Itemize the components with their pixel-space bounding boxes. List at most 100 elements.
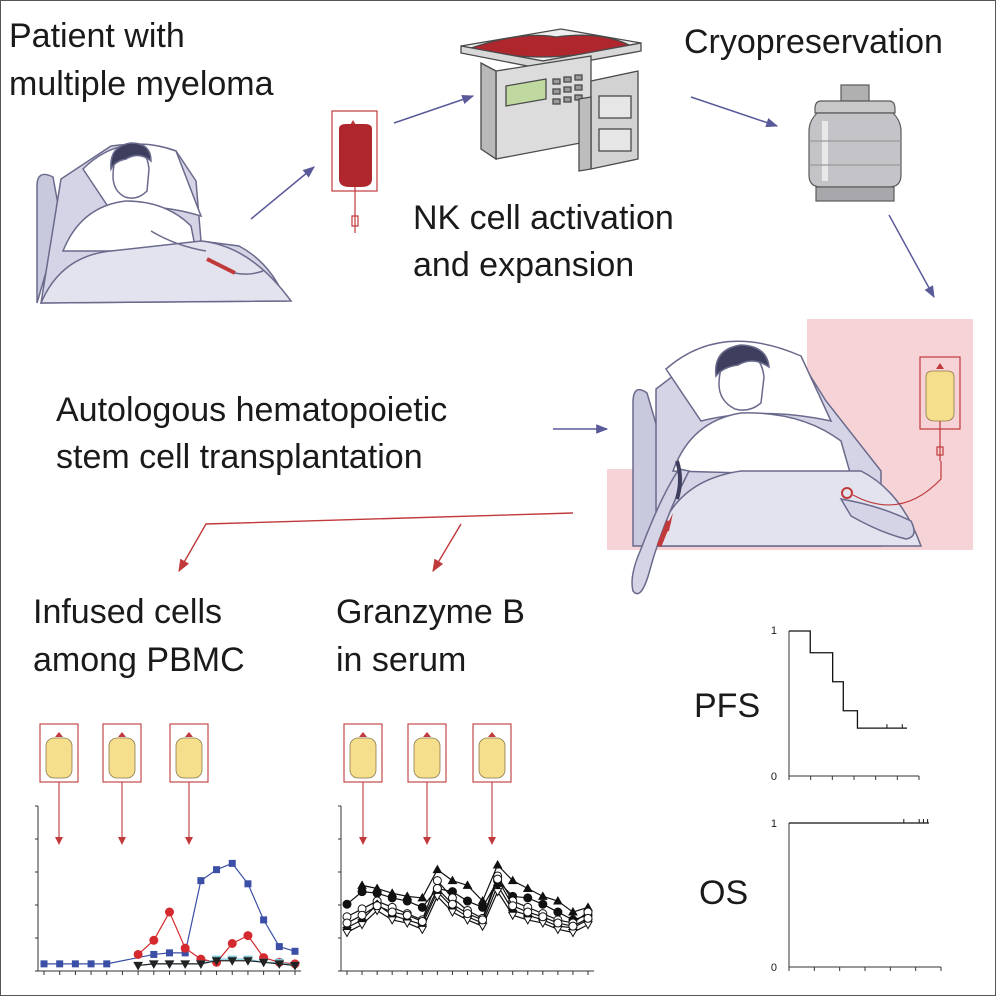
data-point — [133, 949, 143, 959]
data-point — [447, 899, 457, 909]
blood-bag-icon — [331, 110, 378, 233]
nk-cell-bag-icon — [343, 723, 383, 845]
infusion-arrowhead — [55, 837, 63, 845]
pfs-kaplan-meier — [788, 630, 920, 780]
bag-fluid — [413, 737, 441, 779]
data-point — [492, 888, 503, 897]
data-point — [180, 943, 190, 953]
infused-cells-chart — [35, 723, 301, 975]
arrow-bag-to-bioreactor — [393, 94, 475, 124]
data-point — [342, 899, 352, 909]
granzyme-label-line1: Granzyme B — [336, 593, 525, 631]
pfs-label: PFS — [694, 687, 760, 725]
data-point — [417, 916, 427, 926]
bag-inlet-arrow — [488, 732, 496, 737]
data-point — [148, 960, 159, 969]
data-point — [402, 919, 413, 929]
bag-inlet-arrow — [55, 732, 63, 737]
data-point — [553, 896, 563, 905]
granzyme-label-line2: in serum — [336, 641, 466, 679]
granzyme-b-chart — [338, 723, 594, 975]
data-point — [342, 928, 352, 938]
nk-cell-bag-icon — [102, 723, 142, 845]
data-point — [387, 907, 397, 917]
data-point — [417, 902, 427, 912]
infusion-arrowhead — [488, 837, 496, 845]
data-point — [71, 960, 79, 968]
bag-inlet-arrow — [423, 732, 431, 737]
data-point — [387, 916, 398, 925]
infusion-arrowhead — [359, 837, 367, 845]
data-point — [478, 915, 488, 925]
data-point — [568, 921, 578, 931]
data-point — [522, 883, 533, 892]
data-point — [507, 875, 518, 885]
data-point — [568, 907, 578, 916]
data-point — [164, 960, 175, 969]
data-point — [165, 907, 174, 917]
outcome-branch-arrows — [178, 512, 574, 573]
infusion-patient-illustration — [607, 319, 973, 595]
data-point — [492, 859, 503, 869]
data-point — [196, 960, 206, 969]
data-point — [538, 912, 548, 922]
data-point — [291, 947, 299, 955]
patient-label-line1: Patient with — [9, 17, 185, 55]
bag-fluid — [45, 737, 73, 779]
data-point — [553, 907, 563, 917]
data-point — [342, 918, 352, 928]
data-point — [432, 864, 443, 874]
data-point — [56, 960, 64, 968]
data-point — [87, 960, 95, 968]
data-point — [243, 957, 253, 966]
data-point — [150, 950, 158, 958]
data-point — [463, 909, 472, 919]
nk-cell-bag-icon — [39, 723, 79, 845]
nk-cell-bag-icon — [407, 723, 447, 845]
data-point — [228, 859, 236, 867]
data-point — [357, 910, 367, 920]
bag-fluid — [175, 737, 203, 779]
data-point — [244, 880, 252, 888]
infused-cells-label-line1: Infused cells — [33, 593, 222, 631]
data-point — [227, 957, 238, 966]
nk-activation-label-line2: and expansion — [413, 246, 634, 284]
arrow-patient-to-bag — [250, 166, 315, 220]
data-point — [274, 960, 285, 969]
data-point — [372, 883, 382, 892]
infusion-arrowhead — [423, 837, 431, 845]
bag-inlet-arrow — [185, 732, 193, 737]
os-y-tick-1: 1 — [771, 818, 777, 830]
data-point — [447, 875, 458, 885]
data-point — [258, 958, 269, 968]
data-point — [197, 877, 205, 885]
data-point — [583, 913, 593, 923]
infusion-arrowhead — [185, 837, 193, 845]
data-point — [553, 918, 563, 928]
data-point — [227, 938, 237, 948]
data-point — [103, 960, 111, 968]
data-point — [417, 892, 428, 902]
data-point — [213, 866, 221, 874]
data-point — [432, 892, 443, 902]
data-point — [432, 876, 442, 886]
infused-cells-label-line2: among PBMC — [33, 641, 245, 679]
data-point — [522, 916, 533, 925]
data-point — [243, 931, 253, 941]
survival-curve — [789, 630, 907, 729]
data-point — [508, 901, 518, 911]
arrow-bioreactor-to-cryo — [690, 96, 779, 128]
data-point — [417, 925, 428, 935]
pfs-y-tick-0: 0 — [771, 771, 777, 783]
data-point — [290, 961, 300, 971]
bag-fluid — [478, 737, 506, 779]
data-point — [402, 910, 412, 920]
nk-cell-bag-icon — [169, 723, 209, 845]
data-point — [211, 957, 222, 966]
infusion-arrowhead — [118, 837, 126, 845]
data-point — [260, 916, 268, 924]
data-point — [538, 899, 548, 909]
data-point — [275, 943, 283, 951]
data-point — [493, 874, 503, 884]
